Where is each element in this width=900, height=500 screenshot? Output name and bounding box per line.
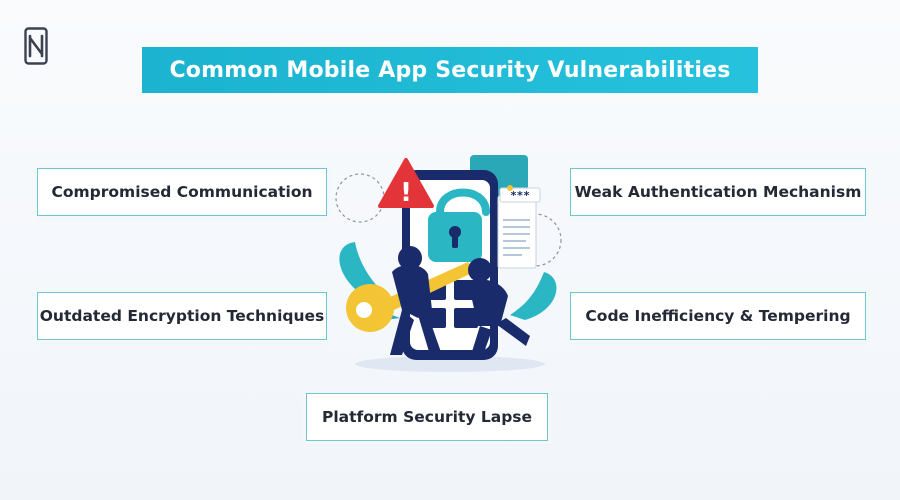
password-field [499, 187, 541, 203]
hacker-figure-left [390, 246, 442, 355]
item-weak-authentication: Weak Authentication Mechanism [570, 168, 866, 216]
hacker-figure-right [468, 258, 530, 358]
warning-triangle [378, 158, 434, 208]
dashed-circle-left [335, 173, 385, 223]
security-illustration: *** ! [335, 155, 562, 372]
item-compromised-communication: Compromised Communication [37, 168, 327, 216]
yellow-dot [507, 185, 513, 191]
item-platform-security-lapse: Platform Security Lapse [306, 393, 548, 441]
document [497, 195, 537, 269]
warning-symbol: ! [400, 178, 412, 208]
item-code-inefficiency: Code Inefficiency & Tempering [570, 292, 866, 340]
app-tile [454, 308, 478, 328]
page-title: Common Mobile App Security Vulnerabiliti… [142, 47, 758, 93]
ground-shadow [355, 356, 545, 372]
leaf-right [510, 272, 557, 320]
item-outdated-encryption: Outdated Encryption Techniques [37, 292, 327, 340]
brand-logo [24, 27, 48, 65]
padlock-shackle [436, 188, 490, 216]
password-mask: *** [510, 189, 530, 202]
leaf-left [339, 242, 390, 300]
